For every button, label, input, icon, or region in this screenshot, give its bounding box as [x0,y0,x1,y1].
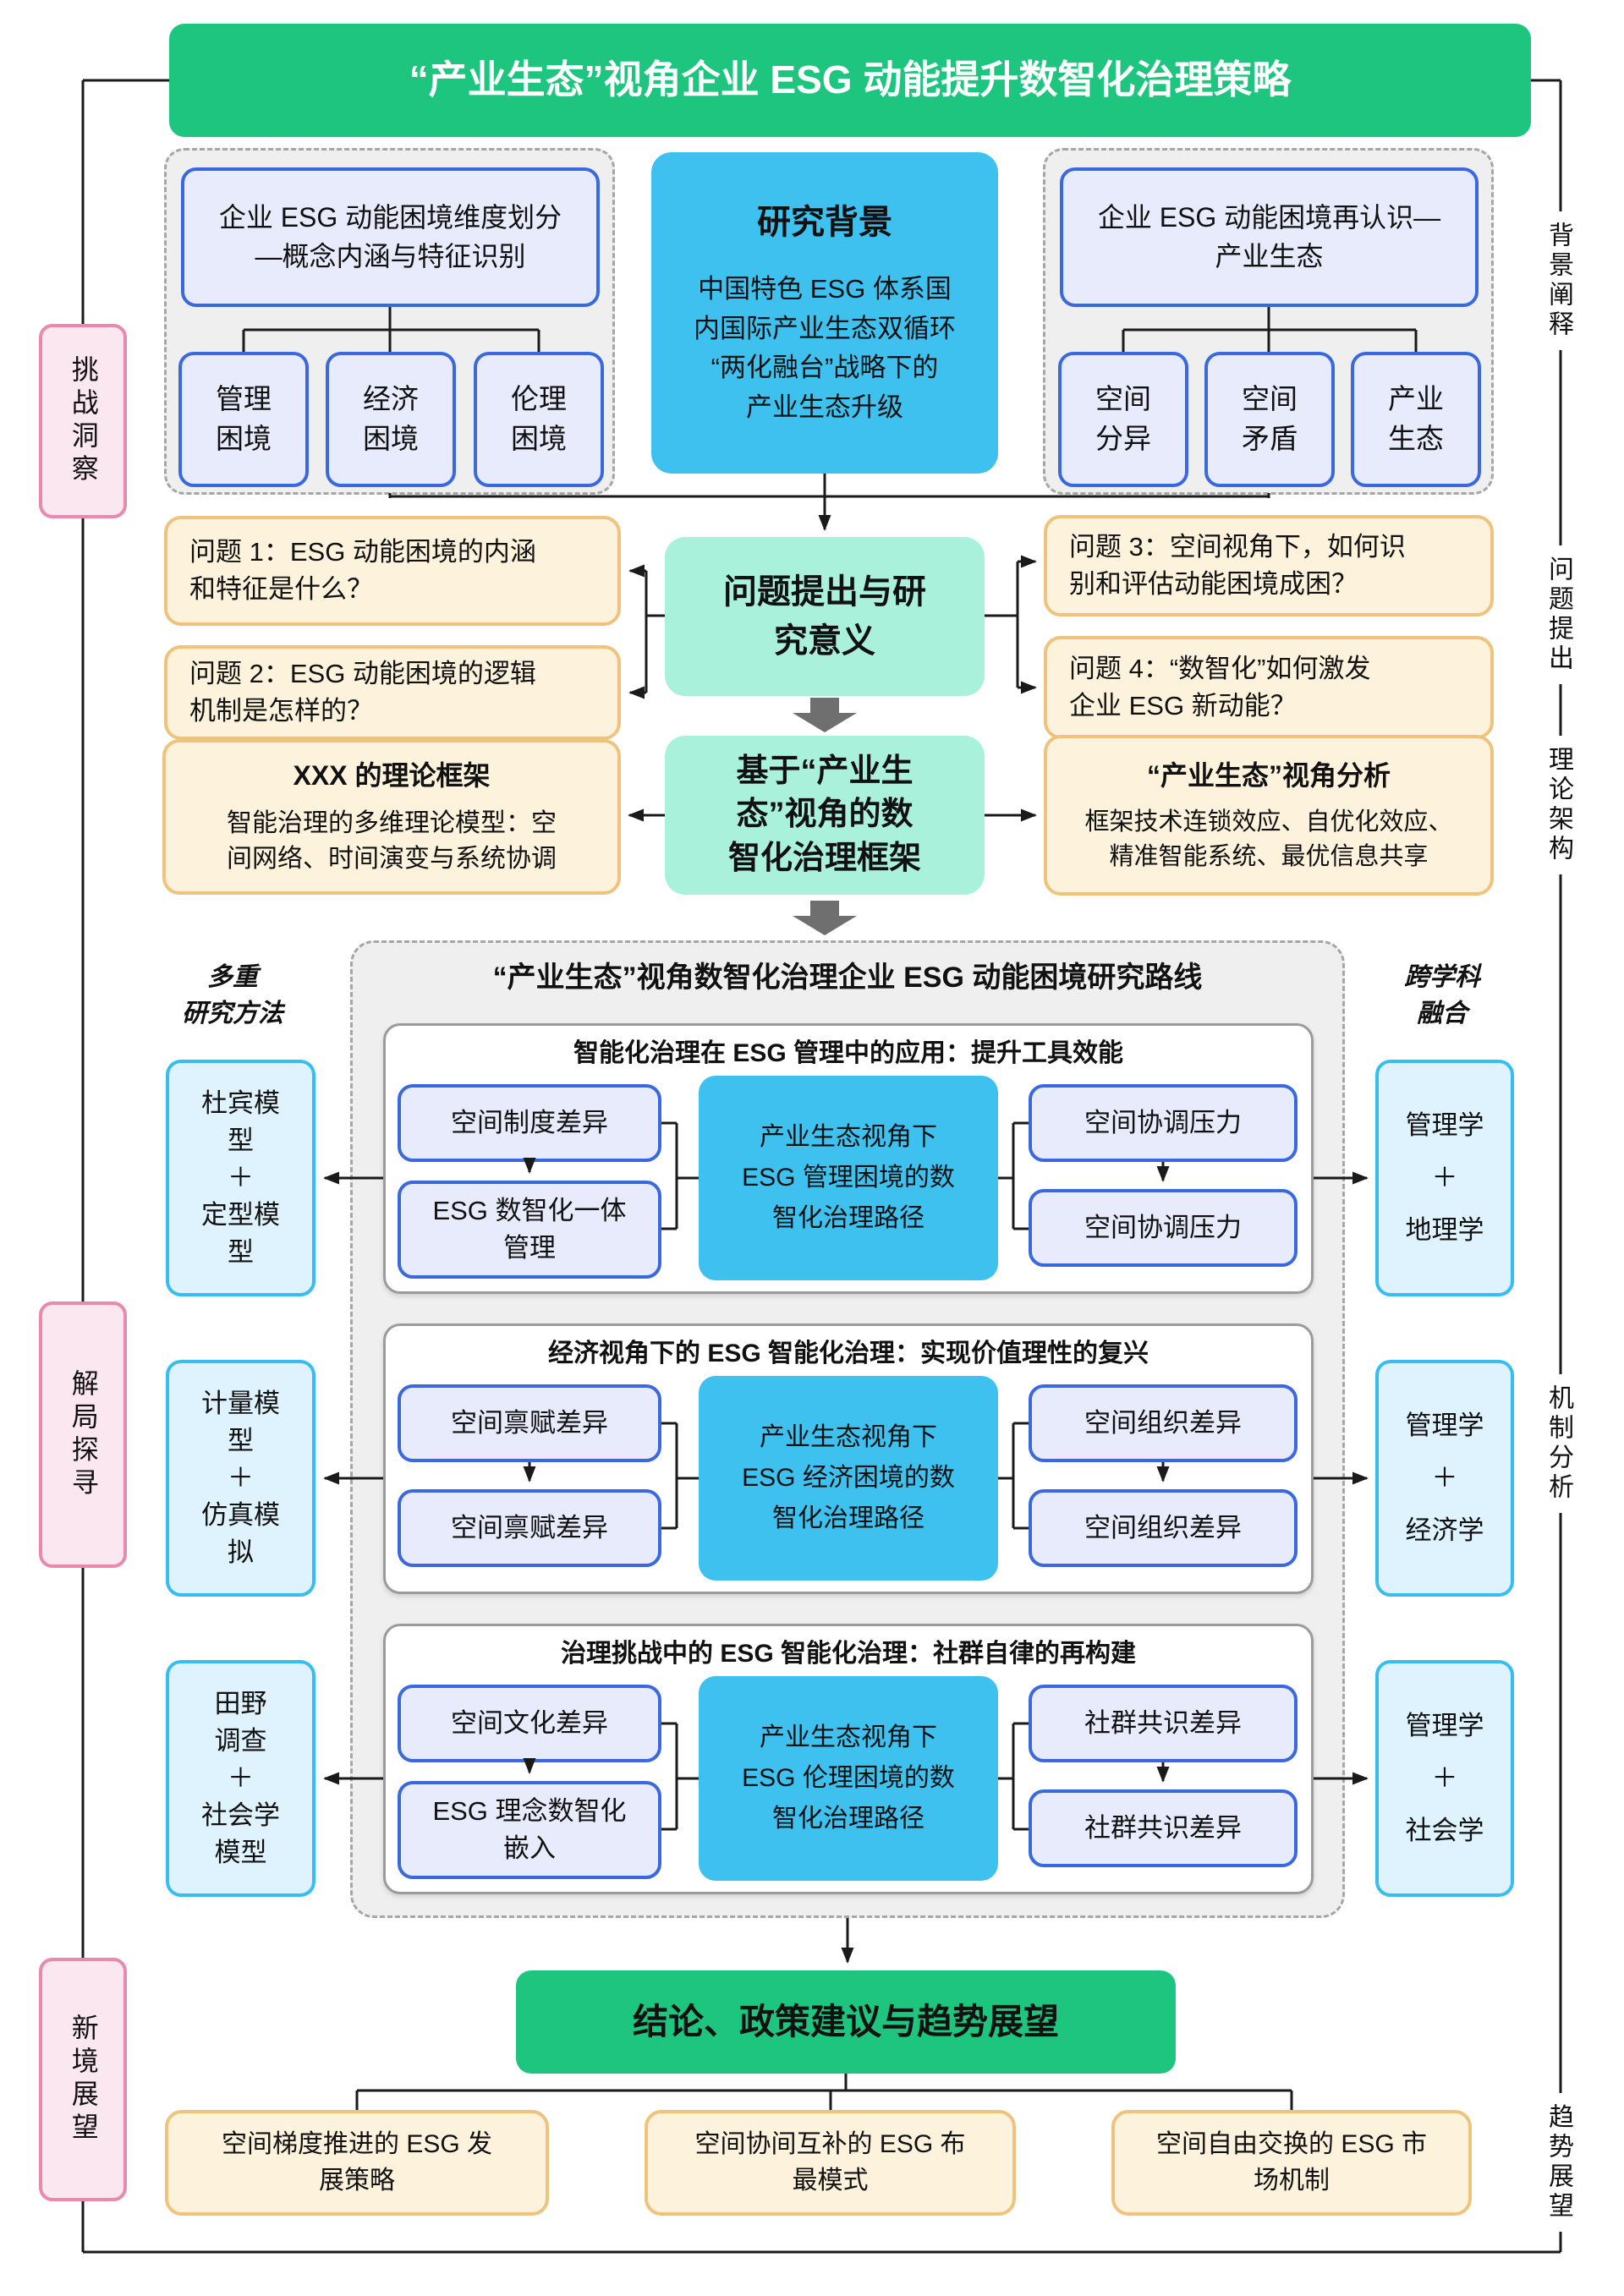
row2-left-bottom-box: 空间禀赋差异 [398,1489,661,1567]
row2-left-top-box: 空间禀赋差异 [398,1384,661,1462]
right-rail-label-trend: 趋势展望 [1541,2093,1580,2232]
row1-right-bottom-box: 空间协调压力 [1029,1189,1298,1267]
dimension-child-ethical: 伦理 困境 [474,352,604,487]
row3-right-top-box: 社群共识差异 [1029,1685,1298,1762]
discipline-box-row1: 管理学 ＋ 地理学 [1375,1060,1514,1296]
research-background-box: 研究背景 中国特色 ESG 体系国 内国际产业生态双循环 “两化融台”战略下的 … [651,152,998,474]
discipline-box-row3: 管理学 ＋ 社会学 [1375,1660,1514,1897]
recognition-group-title-box: 企业 ESG 动能困境再认识— 产业生态 [1060,167,1479,307]
page-title: “产业生态”视角企业 ESG 动能提升数智化治理策略 [169,24,1531,137]
row3-right-bottom-box: 社群共识差异 [1029,1789,1298,1867]
row3-left-bottom-box: ESG 理念数智化 嵌入 [398,1781,661,1879]
method-box-row2: 计量模 型 ＋ 仿真模 拟 [166,1360,315,1597]
right-rail-label-questions: 问题提出 [1541,545,1580,684]
method-box-row1: 杜宾模 型 ＋ 定型模 型 [166,1060,315,1296]
outcome-box-gradient: 空间梯度推进的 ESG 发 展策略 [165,2110,549,2216]
theory-left-body: 智能治理的多维理论模型：空 间网络、时间演变与系统协调 [227,808,557,873]
recognition-child-spatial-conflict: 空间 矛盾 [1204,352,1335,487]
dimension-group-title-box: 企业 ESG 动能困境维度划分 —概念内涵与特征识别 [181,167,600,307]
research-background-body: 中国特色 ESG 体系国 内国际产业生态双循环 “两化融台”战略下的 产业生态升… [694,274,956,422]
theory-center-box: 基于“产业生 态”视角的数 智化治理框架 [665,736,985,895]
question-2-box: 问题 2：ESG 动能困境的逻辑 机制是怎样的？ [164,645,621,740]
row2-center-path-box: 产业生态视角下 ESG 经济困境的数 智化治理路径 [699,1376,998,1581]
theory-left-box: XXX 的理论框架 智能治理的多维理论模型：空 间网络、时间演变与系统协调 [162,739,621,895]
row3-center-path-box: 产业生态视角下 ESG 伦理困境的数 智化治理路径 [699,1676,998,1881]
question-4-box: 问题 4：“数智化”如何激发 企业 ESG 新动能？ [1044,636,1494,739]
outcome-box-complementary: 空间协间互补的 ESG 布 最模式 [645,2110,1016,2216]
route-row-management-header: 智能化治理在 ESG 管理中的应用：提升工具效能 [573,1038,1124,1067]
row2-right-top-box: 空间组织差异 [1029,1384,1298,1462]
route-row-economic-header: 经济视角下的 ESG 智能化治理：实现价值理性的复兴 [547,1339,1149,1367]
right-rail-label-background: 背景阐释 [1541,211,1580,350]
right-rail-label-theory: 理论架构 [1541,736,1580,874]
method-box-row3: 田野 调查 ＋ 社会学 模型 [166,1660,315,1897]
research-background-title: 研究背景 [757,203,892,241]
row1-center-path-box: 产业生态视角下 ESG 管理困境的数 智化治理路径 [699,1076,998,1280]
recognition-child-industrial-ecology: 产业 生态 [1351,352,1481,487]
route-row-ethical-header: 治理挑战中的 ESG 智能化治理：社群自律的再构建 [560,1639,1137,1668]
row1-right-top-box: 空间协调压力 [1029,1084,1298,1162]
dimension-child-management: 管理 困境 [178,352,309,487]
theory-right-box: “产业生态”视角分析 框架技术连锁效应、自优化效应、 精准智能系统、最优信息共享 [1044,735,1494,896]
right-rail-label-mechanism: 机制分析 [1541,1374,1580,1513]
row1-left-top-box: 空间制度差异 [398,1084,661,1162]
conclusion-box: 结论、政策建议与趋势展望 [516,1970,1176,2074]
question-1-box: 问题 1：ESG 动能困境的内涵 和特征是什么？ [164,516,621,626]
row3-left-top-box: 空间文化差异 [398,1685,661,1762]
dimension-child-economic: 经济 困境 [326,352,456,487]
question-3-box: 问题 3：空间视角下，如何识 别和评估动能困境成困？ [1044,515,1494,616]
left-rail-label-solution: 解局探寻 [39,1301,127,1568]
discipline-box-row2: 管理学 ＋ 经济学 [1375,1360,1514,1597]
recognition-child-spatial-divergence: 空间 分异 [1058,352,1188,487]
row2-right-bottom-box: 空间组织差异 [1029,1489,1298,1567]
theory-right-body: 框架技术连锁效应、自优化效应、 精准智能系统、最优信息共享 [1084,808,1453,870]
questions-center-box: 问题提出与研 究意义 [665,537,985,696]
methods-caption: 多重 研究方法 [182,963,283,1027]
disciplines-caption: 跨学科 融合 [1404,963,1480,1027]
theory-right-title: “产业生态”视角分析 [1146,759,1391,791]
left-rail-label-newvista: 新境展望 [39,1958,127,2201]
research-route-header: “产业生态”视角数智化治理企业 ESG 动能困境研究路线 [492,961,1203,994]
theory-left-title: XXX 的理论框架 [293,760,491,792]
outcome-box-market: 空间自由交换的 ESG 市 场机制 [1111,2110,1472,2216]
row1-left-bottom-box: ESG 数智化一体 管理 [398,1181,661,1279]
left-rail-label-challenge: 挑战洞察 [39,324,127,518]
